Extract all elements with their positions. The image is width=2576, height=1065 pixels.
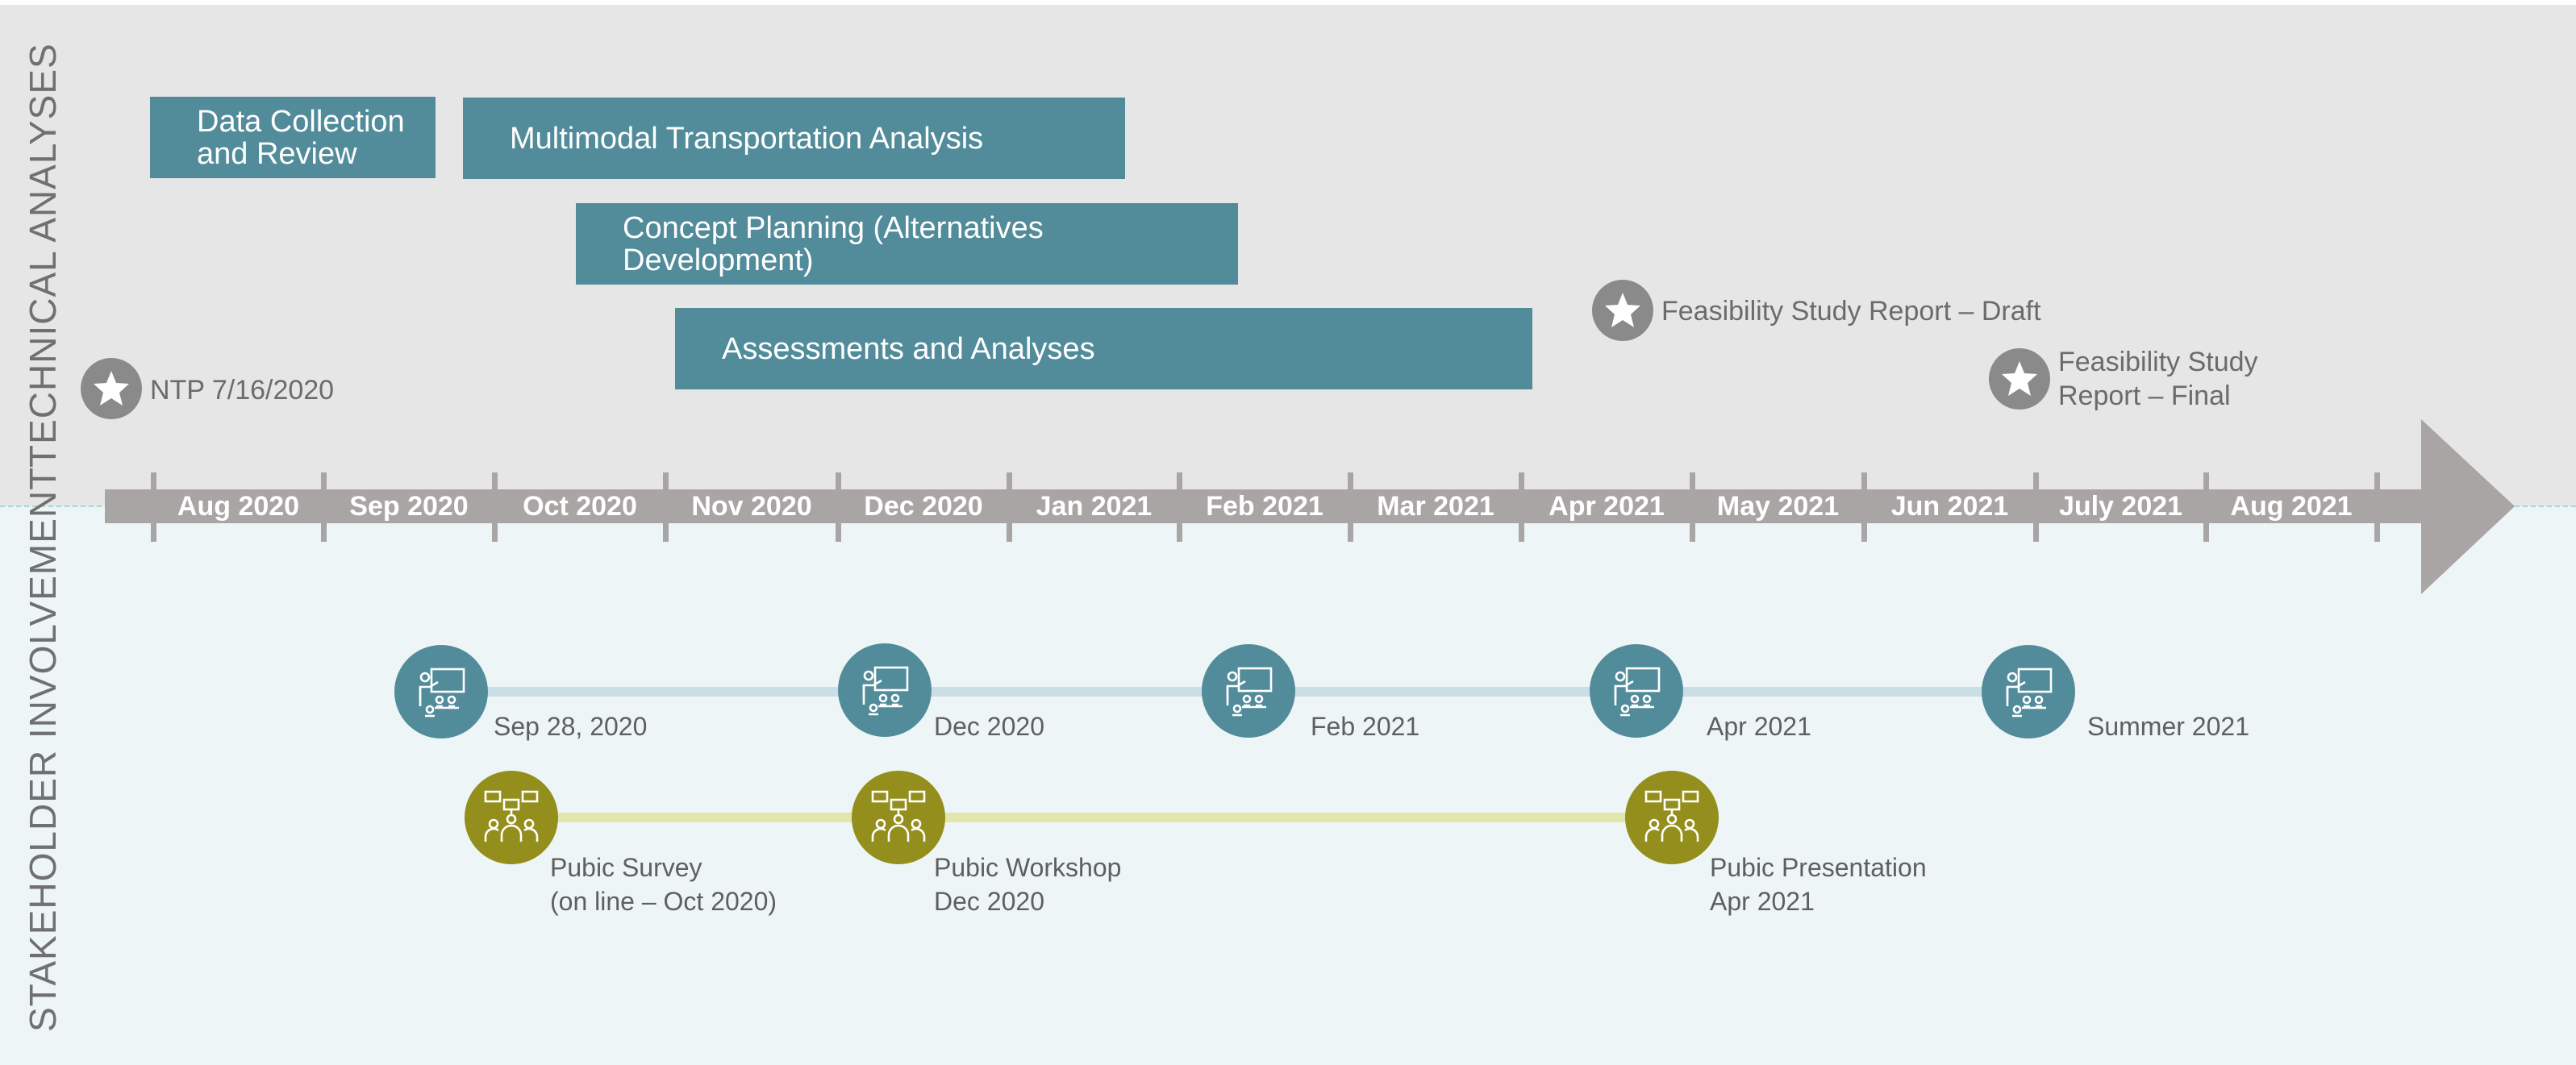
month-label: July 2021 [2058, 491, 2183, 522]
axis-arrowhead [2421, 419, 2515, 594]
star-icon [1592, 280, 1653, 341]
meeting-label: Dec 2020 [934, 712, 1044, 741]
axis-tick [321, 472, 327, 542]
task-bar-assessments: Assessments and Analyses [675, 308, 1532, 389]
public-event-label: Pubic Survey (on line – Oct 2020) [550, 853, 777, 916]
month-label: Dec 2020 [864, 491, 983, 522]
meeting-label: Sep 28, 2020 [494, 712, 648, 741]
axis-tick [2374, 472, 2380, 542]
presentation-icon [394, 645, 488, 738]
axis-tick [2203, 472, 2209, 542]
month-label: Aug 2020 [177, 491, 300, 522]
month-label: Nov 2020 [691, 491, 812, 522]
month-label: Oct 2020 [523, 491, 637, 522]
stakeholder-involvement-band [0, 506, 2576, 1065]
month-label: Sep 2020 [349, 491, 469, 522]
milestone-label: NTP 7/16/2020 [150, 375, 335, 406]
axis-tick [2033, 472, 2039, 542]
presentation-icon [1982, 645, 2075, 738]
presentation-icon [1202, 644, 1295, 738]
public-event-label: Pubic Presentation Apr 2021 [1710, 853, 1927, 916]
axis-tick [1177, 472, 1182, 542]
axis-tick [1007, 472, 1012, 542]
task-label: Assessments and Analyses [722, 331, 1095, 366]
axis-tick [151, 472, 156, 542]
axis-tick [836, 472, 841, 542]
axis-tick [492, 472, 498, 542]
month-label: Feb 2021 [1206, 491, 1323, 522]
axis-tick [1519, 472, 1524, 542]
task-bar-concept-planning: Concept Planning (Alternatives Developme… [576, 203, 1238, 285]
star-icon [81, 358, 142, 419]
axis-tick [1861, 472, 1867, 542]
presentation-icon [838, 643, 932, 737]
group-discussion-icon [465, 771, 558, 864]
public-event-track [511, 813, 1673, 822]
milestone-report-draft: Feasibility Study Report – Draft [1592, 280, 2041, 341]
month-label: Aug 2021 [2230, 491, 2353, 522]
technical-analyses-band [0, 5, 2576, 506]
task-label: Multimodal Transportation Analysis [510, 121, 984, 156]
milestone-ntp: NTP 7/16/2020 [81, 358, 334, 419]
meeting-label: Apr 2021 [1707, 712, 1811, 741]
axis-tick [1690, 472, 1695, 542]
task-label: Concept Planning (Alternatives Developme… [623, 210, 1044, 277]
presentation-icon [1590, 644, 1683, 738]
milestone-label: Feasibility Study Report – Draft [1661, 296, 2041, 327]
milestone-label: Feasibility Study Report – Final [2058, 347, 2258, 411]
group-discussion-icon [852, 771, 945, 864]
task-bar-data-collection: Data Collection and Review [150, 97, 436, 178]
month-label: Apr 2021 [1549, 491, 1665, 522]
star-icon [1989, 348, 2050, 410]
month-label: Jun 2021 [1890, 491, 2009, 522]
public-event-label: Pubic Workshop Dec 2020 [934, 853, 1122, 916]
month-label: Mar 2021 [1377, 491, 1494, 522]
month-label: Jan 2021 [1036, 491, 1153, 522]
group-discussion-icon [1625, 771, 1719, 864]
axis-tick [663, 472, 669, 542]
month-label: May 2021 [1716, 491, 1840, 522]
task-label: Data Collection and Review [197, 104, 405, 171]
milestone-report-final: Feasibility Study Report – Final [1989, 347, 2258, 413]
axis-tick [1348, 472, 1353, 542]
task-bar-multimodal-analysis: Multimodal Transportation Analysis [463, 98, 1125, 179]
meeting-label: Summer 2021 [2087, 712, 2249, 741]
meeting-label: Feb 2021 [1311, 712, 1420, 741]
